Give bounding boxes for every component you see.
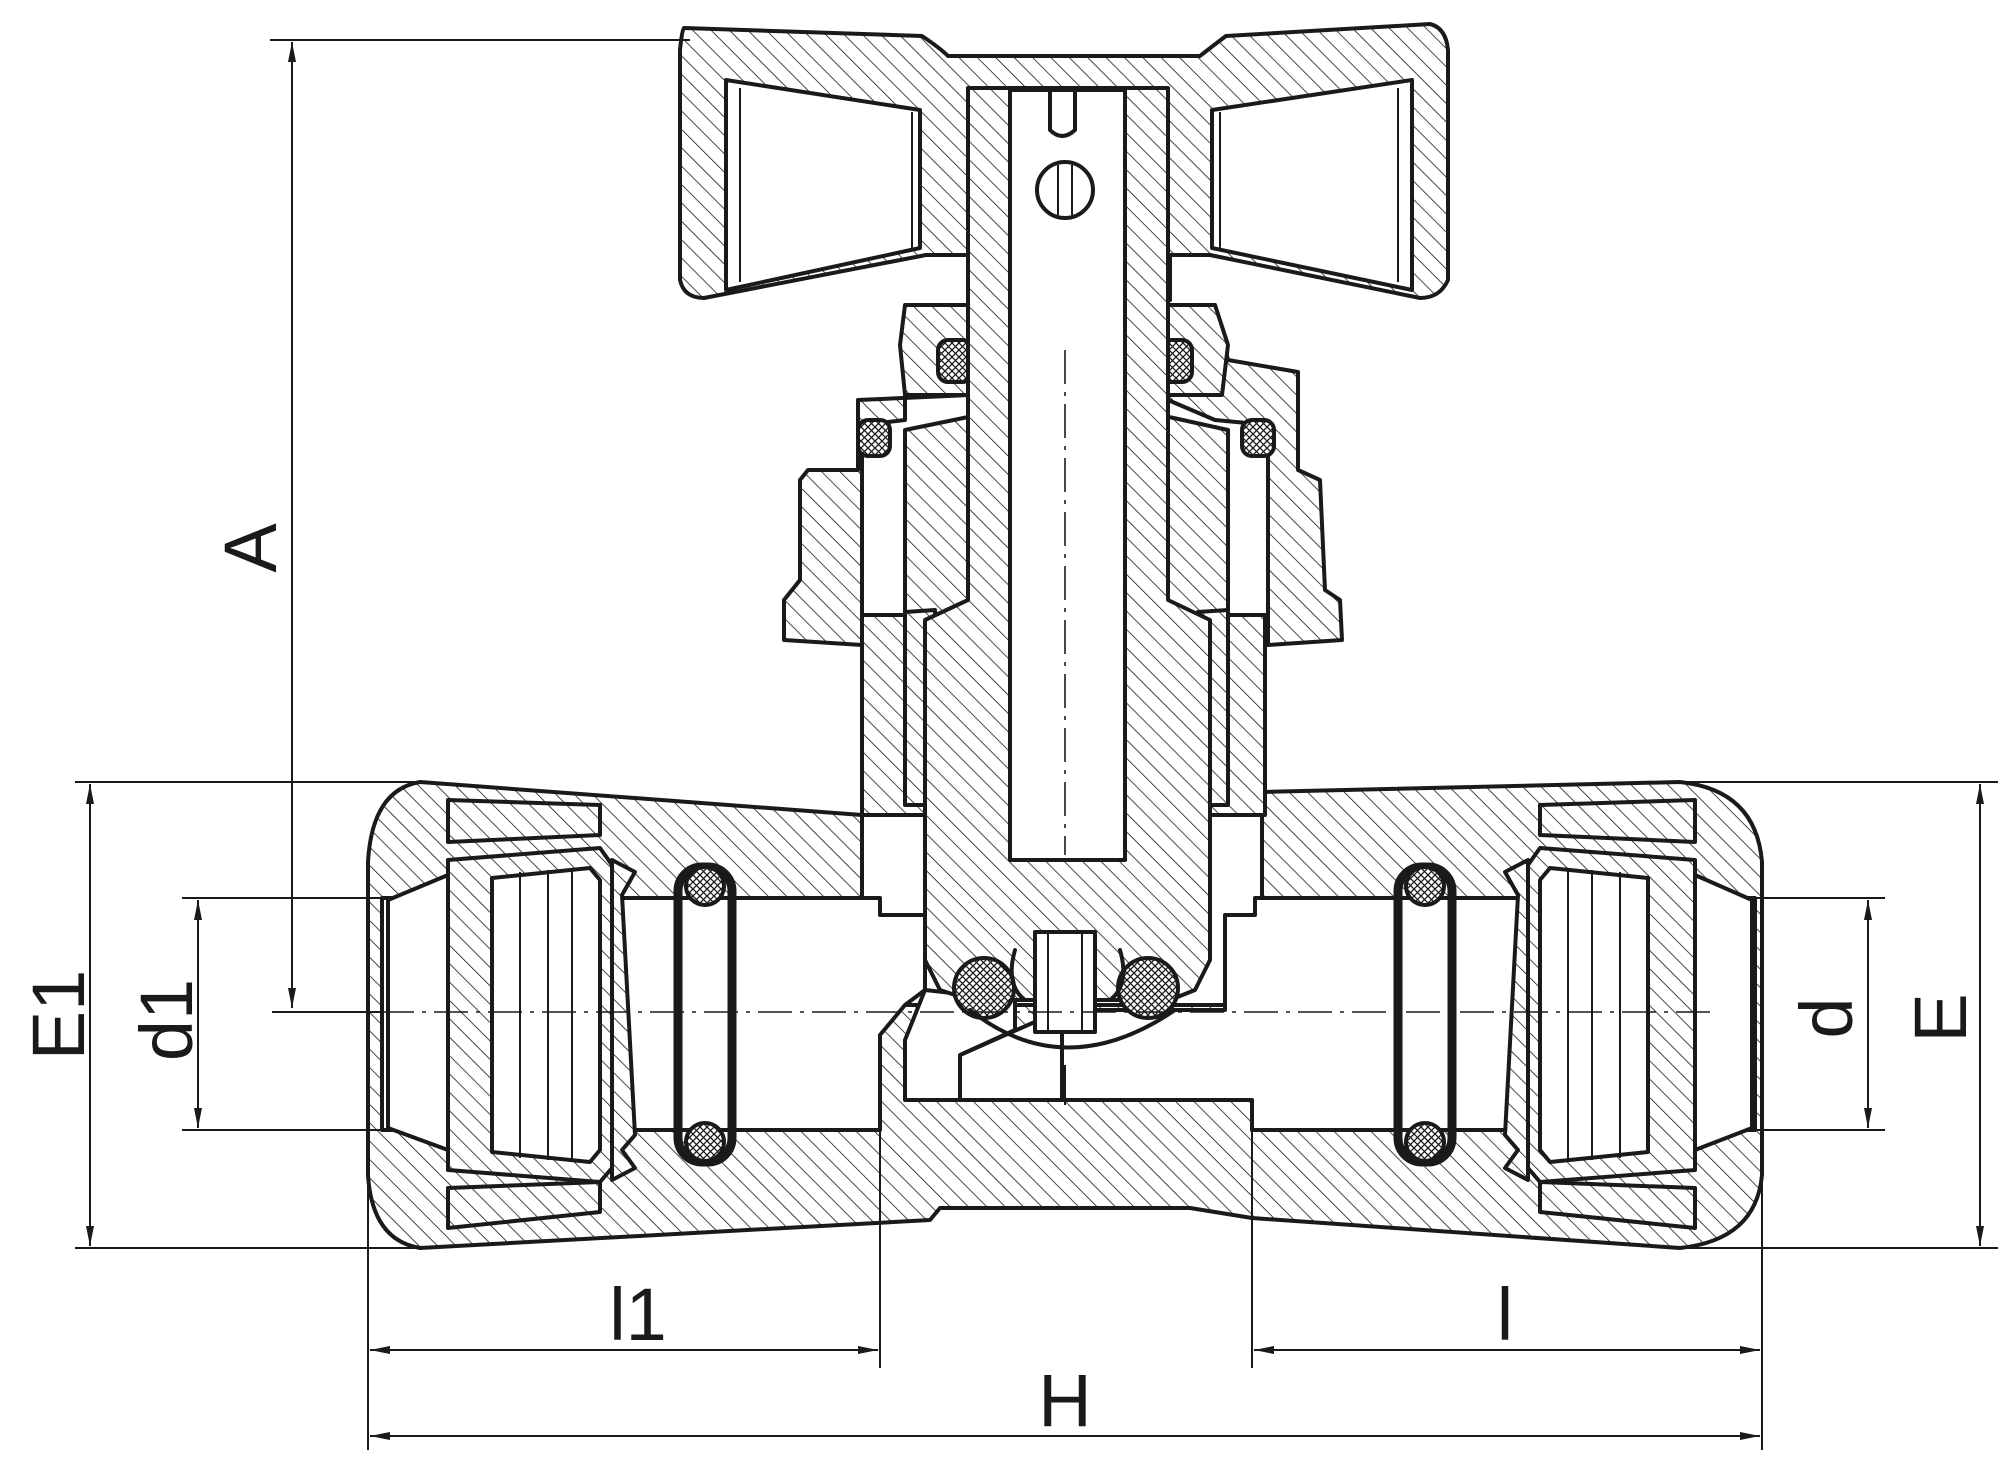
dimension-label-d1: d1: [125, 979, 208, 1061]
valve-stem: [923, 86, 1212, 1105]
dimension-label-l: l: [1497, 1273, 1513, 1356]
dimension-label-d: d: [1785, 997, 1868, 1038]
left-connector: [386, 798, 737, 1230]
dimension-label-a: A: [209, 523, 292, 573]
dimension-label-l1: l1: [609, 1273, 667, 1356]
dimension-label-h: H: [1038, 1359, 1091, 1442]
dimension-label-e: E: [1899, 993, 1982, 1042]
valve-body: [366, 780, 1764, 1250]
dimension-label-e1: E1: [17, 970, 100, 1061]
right-connector: [1393, 798, 1754, 1230]
dimension-lines: [75, 39, 1998, 1450]
